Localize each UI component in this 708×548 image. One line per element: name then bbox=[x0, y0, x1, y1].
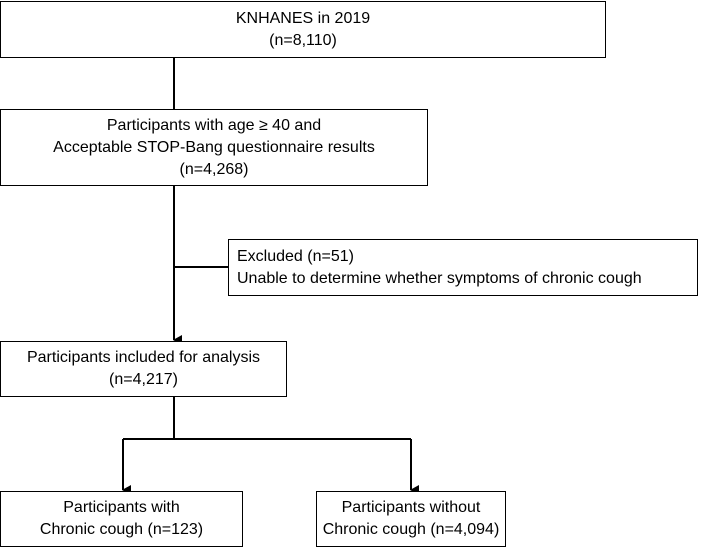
included-count: (n=4,217) bbox=[109, 371, 178, 388]
included-box: Participants included for analysis (n=4,… bbox=[0, 341, 287, 397]
source-count: (n=8,110) bbox=[269, 31, 337, 49]
without-cough-title: Participants without bbox=[341, 499, 481, 516]
included-title: Participants included for analysis bbox=[26, 349, 260, 366]
eligible-count: (n=4,268) bbox=[179, 160, 249, 178]
eligible-criteria-age: Participants with age ≥ 40 and bbox=[106, 116, 322, 134]
excluded-reason: Unable to determine whether symptoms of … bbox=[237, 269, 642, 287]
excluded-box: Excluded (n=51) Unable to determine whet… bbox=[228, 239, 698, 296]
with-cough-count: Chronic cough (n=123) bbox=[39, 521, 204, 538]
with-cough-title: Participants with bbox=[63, 499, 180, 516]
source-title: KNHANES in 2019 bbox=[235, 9, 371, 27]
excluded-count: Excluded (n=51) bbox=[237, 247, 354, 265]
eligible-criteria-stopbang: Acceptable STOP-Bang questionnaire resul… bbox=[53, 138, 375, 156]
source-box: KNHANES in 2019 (n=8,110) bbox=[0, 1, 606, 58]
with-cough-box: Participants with Chronic cough (n=123) bbox=[0, 491, 243, 547]
without-cough-box: Participants without Chronic cough (n=4,… bbox=[316, 491, 506, 547]
without-cough-count: Chronic cough (n=4,094) bbox=[322, 521, 500, 538]
eligible-box: Participants with age ≥ 40 and Acceptabl… bbox=[0, 109, 428, 186]
